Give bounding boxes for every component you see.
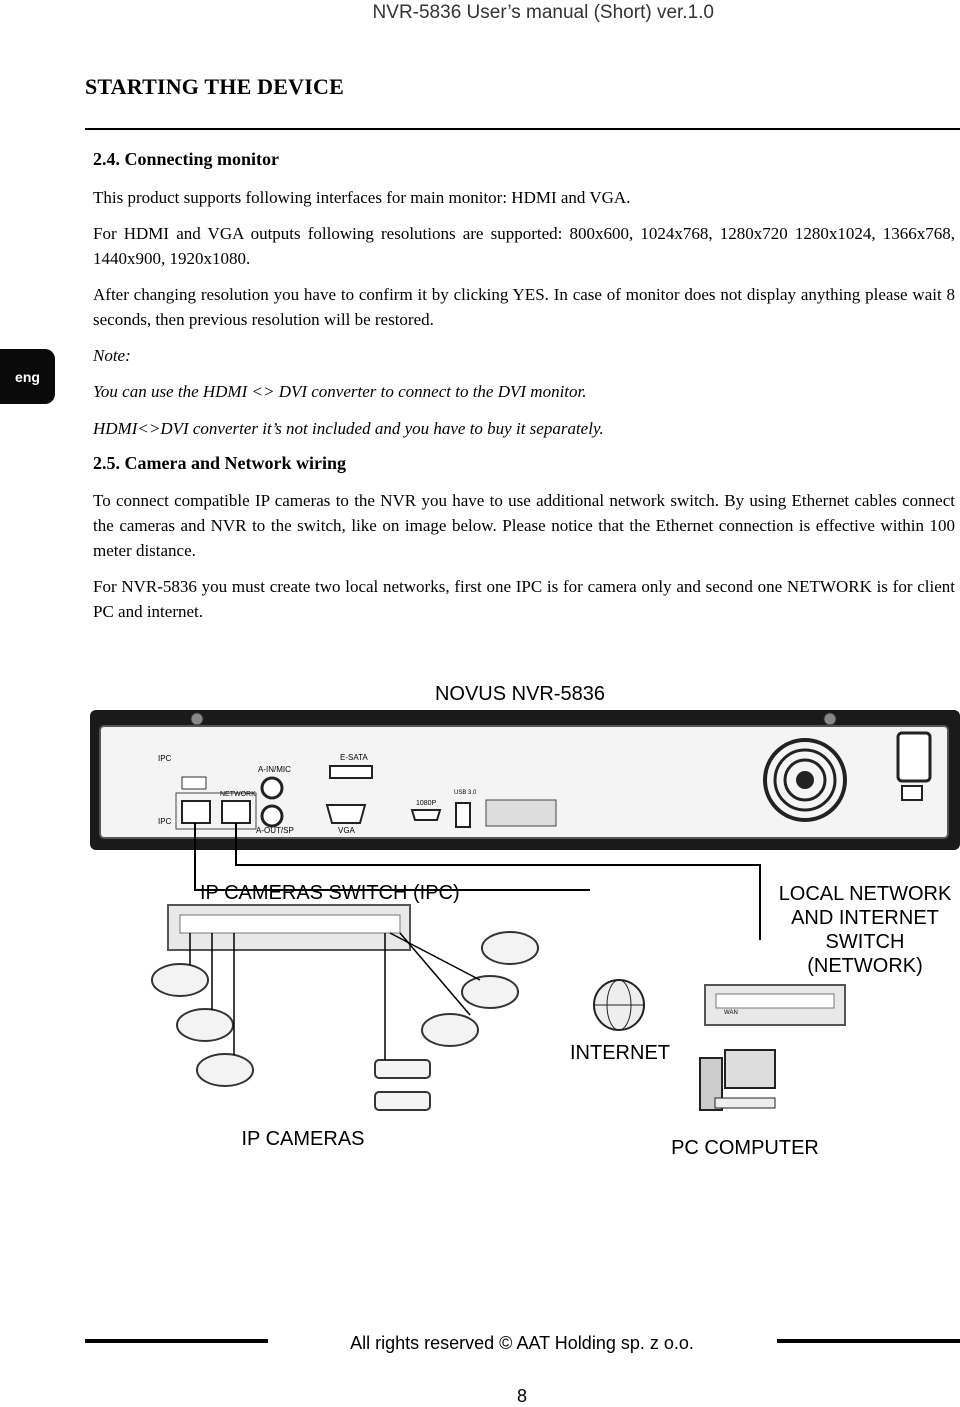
nvr-rear-panel — [90, 710, 960, 850]
section-heading-wiring: 2.5. Camera and Network wiring — [93, 453, 346, 473]
cables — [194, 823, 761, 940]
ipc-switch — [167, 904, 411, 951]
network-switch — [704, 984, 846, 1026]
wiring-diagram-graphic — [90, 710, 960, 1111]
network-switch-label: AND INTERNET — [791, 907, 939, 929]
paragraph: After changing resolution you have to co… — [93, 285, 955, 329]
ip-cameras-label: IP CAMERAS — [241, 1128, 365, 1150]
port-label-ipc: IPC — [158, 754, 172, 763]
footer-rule-left — [85, 1339, 268, 1343]
port-label-ipc: IPC — [158, 817, 172, 826]
chapter-title: STARTING THE DEVICE — [85, 74, 344, 99]
note-text: You can use the HDMI <> DVI converter to… — [93, 382, 587, 401]
language-tab: eng — [0, 349, 55, 404]
footer-rule-right — [777, 1339, 960, 1343]
port-label-aout: A-OUT/SP — [256, 826, 294, 835]
port-label-hdmi: 1080P — [416, 800, 437, 807]
footer-rights: All rights reserved © AAT Holding sp. z … — [350, 1333, 694, 1353]
bullet-camera-icons — [374, 1059, 431, 1111]
internet-label: INTERNET — [570, 1042, 670, 1064]
dome-camera-icons — [151, 931, 539, 1087]
camera-cables — [189, 932, 481, 1060]
section-heading-monitor: 2.4. Connecting monitor — [93, 149, 279, 169]
note-label: Note: — [93, 346, 131, 365]
port-label-vga: VGA — [338, 826, 355, 835]
running-header: NVR-5836 User’s manual (Short) ver.1.0 — [372, 2, 714, 23]
pc-computer-icon — [699, 1049, 776, 1111]
device-title: NOVUS NVR-5836 — [434, 683, 606, 705]
wiring-diagram: NOVUS NVR-5836 — [0, 640, 960, 1180]
paragraph: For HDMI and VGA outputs following resol… — [93, 224, 955, 268]
paragraph: To connect compatible IP cameras to the … — [93, 491, 955, 560]
port-label-esata: E-SATA — [340, 753, 368, 762]
page-number: 8 — [516, 1386, 527, 1406]
chapter-rule — [85, 128, 960, 130]
pc-computer-label: PC COMPUTER — [671, 1137, 819, 1159]
note-text: HDMI<>DVI converter it’s not included an… — [93, 419, 604, 438]
ipc-switch-label: IP CAMERAS SWITCH (IPC) — [200, 882, 460, 904]
port-label-network: NETWORK — [220, 791, 256, 798]
network-switch-label: (NETWORK) — [807, 955, 923, 977]
paragraph: This product supports following interfac… — [93, 188, 631, 207]
paragraph: For NVR-5836 you must create two local n… — [93, 577, 955, 621]
network-switch-label: LOCAL NETWORK — [778, 883, 952, 905]
port-label-usb: USB 3.0 — [454, 790, 477, 796]
port-label-ain: A-IN/MIC — [258, 765, 291, 774]
wan-label: WAN — [724, 1010, 738, 1016]
internet-globe-icon — [593, 979, 645, 1031]
network-switch-label: SWITCH — [825, 931, 905, 953]
